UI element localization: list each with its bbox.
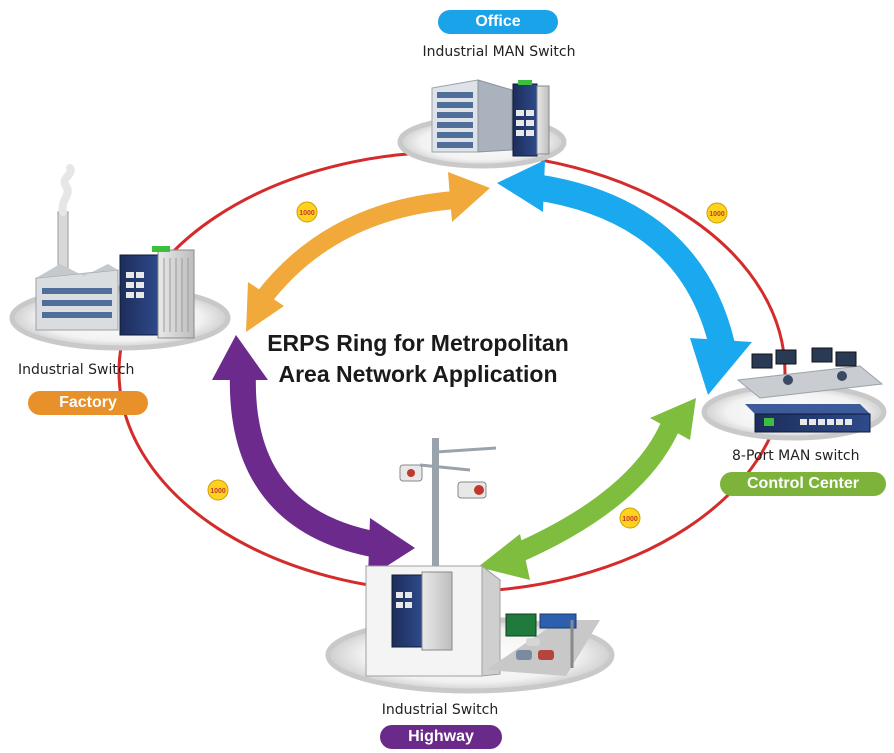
title-line-1: ERPS Ring for Metropolitan: [267, 330, 569, 356]
office-node: [397, 79, 567, 169]
factory-device-label: Industrial Switch: [18, 362, 135, 378]
control-center-site-badge: Control Center: [720, 472, 886, 496]
green-arrow: [478, 398, 696, 580]
svg-text:1000: 1000: [709, 211, 725, 218]
title-line-2: Area Network Application: [278, 361, 558, 387]
eight-port-man-switch-icon: [745, 404, 871, 433]
link-speed-badge: 1000: [207, 479, 229, 501]
office-device-label: Industrial MAN Switch: [422, 44, 576, 60]
link-speed-badge: 1000: [619, 507, 641, 529]
factory-node: [9, 164, 231, 351]
link-speed-badge: 1000: [296, 201, 318, 223]
svg-text:1000: 1000: [622, 516, 638, 523]
svg-text:1000: 1000: [210, 488, 226, 495]
control-center-node: [701, 347, 887, 441]
highway-road-icon: [486, 613, 600, 676]
outdoor-cabinet-icon: [364, 564, 502, 677]
highway-device-label: Industrial Switch: [381, 702, 499, 718]
blue-arrow: [497, 160, 752, 395]
diagram-title: ERPS Ring for Metropolitan Area Network …: [258, 328, 578, 390]
car-icon: [516, 638, 554, 660]
factory-icon: [35, 164, 119, 331]
office-building-icon: [431, 79, 513, 153]
factory-site-badge: Factory: [28, 391, 148, 415]
camera-pole-icon: [399, 438, 497, 578]
svg-text:1000: 1000: [299, 210, 315, 217]
highway-node: [325, 438, 615, 694]
link-speed-badge: 1000: [706, 202, 728, 224]
control-room-icon: [736, 347, 884, 399]
control-center-device-label: 8-Port MAN switch: [732, 448, 860, 464]
office-site-badge: Office: [438, 10, 558, 34]
industrial-man-switch-icon: [512, 80, 550, 157]
highway-site-badge: Highway: [380, 725, 502, 749]
industrial-switch-icon: [119, 246, 195, 339]
purple-arrow: [212, 335, 415, 578]
orange-arrow: [246, 172, 490, 332]
